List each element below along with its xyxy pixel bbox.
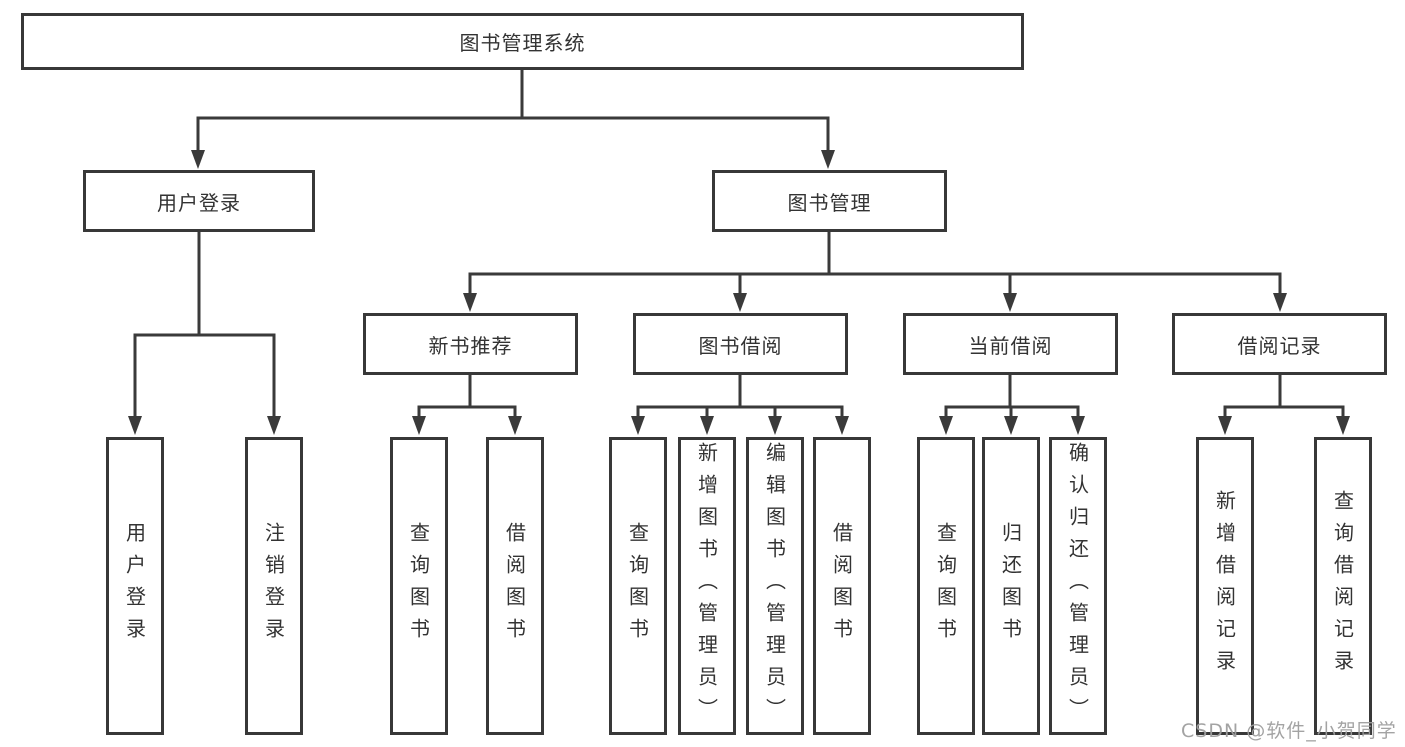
node-leaf-borrowing-edit-books-admin: 编辑图书（管理员） <box>746 437 804 735</box>
node-current-borrowing: 当前借阅 <box>903 313 1118 375</box>
node-leaf-current-query-books: 查询图书 <box>917 437 975 735</box>
node-book-management-branch: 图书管理 <box>712 170 947 232</box>
arrowheads <box>128 150 1350 435</box>
node-leaf-borrowing-borrow-books: 借阅图书 <box>813 437 871 735</box>
node-leaf-records-query-record: 查询借阅记录 <box>1314 437 1372 735</box>
node-book-borrowing: 图书借阅 <box>633 313 848 375</box>
csdn-watermark: CSDN @软件_小贺同学 <box>1181 720 1397 742</box>
node-leaf-borrowing-add-books-admin: 新增图书（管理员） <box>678 437 736 735</box>
node-user-login-branch: 用户登录 <box>83 170 315 232</box>
node-borrowing-records: 借阅记录 <box>1172 313 1387 375</box>
node-leaf-user-login: 用户登录 <box>106 437 164 735</box>
node-leaf-borrowing-query-books: 查询图书 <box>609 437 667 735</box>
node-leaf-recommend-borrow-books: 借阅图书 <box>486 437 544 735</box>
node-new-book-recommendation: 新书推荐 <box>363 313 578 375</box>
node-library-management-system: 图书管理系统 <box>21 13 1024 70</box>
node-leaf-recommend-query-books: 查询图书 <box>390 437 448 735</box>
node-leaf-logout: 注销登录 <box>245 437 303 735</box>
node-leaf-records-add-record: 新增借阅记录 <box>1196 437 1254 735</box>
node-leaf-current-confirm-return-admin: 确认归还（管理员） <box>1049 437 1107 735</box>
node-leaf-current-return-books: 归还图书 <box>982 437 1040 735</box>
